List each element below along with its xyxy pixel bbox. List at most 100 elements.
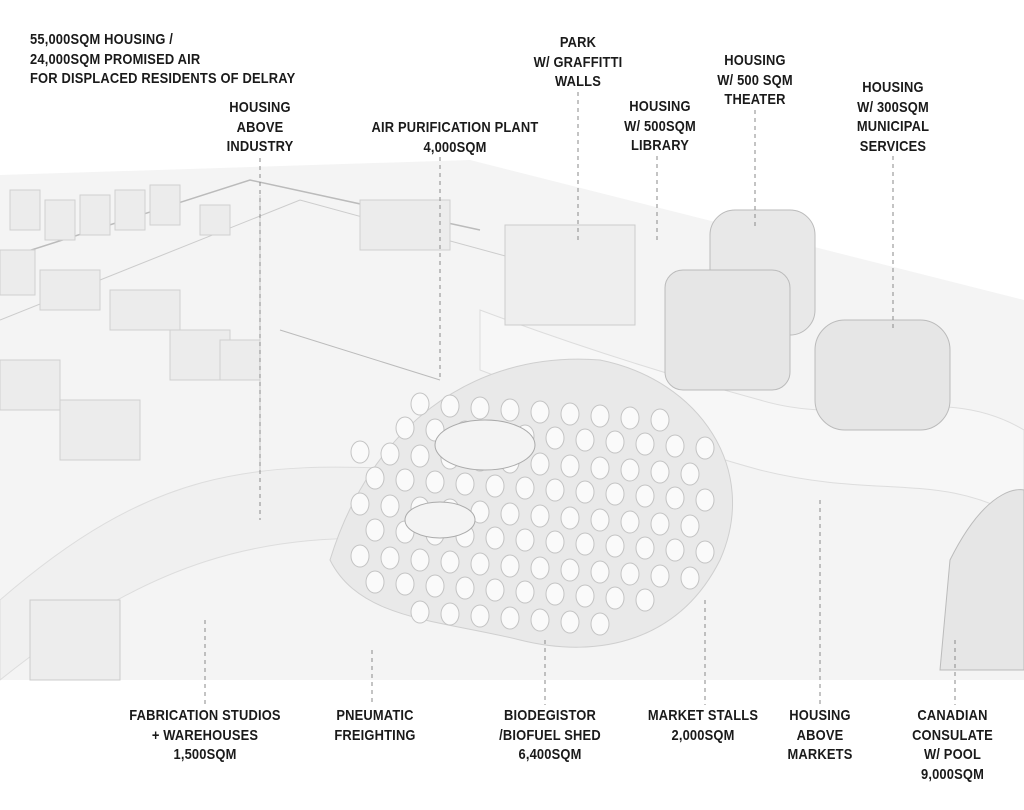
roof-perforation	[350, 544, 370, 568]
roof-perforation	[575, 584, 595, 608]
roof-perforation	[605, 482, 625, 506]
roof-perforation	[605, 430, 625, 454]
roof-perforation	[500, 606, 520, 630]
label-market-stalls: MARKET STALLS 2,000SQM	[643, 706, 763, 745]
roof-perforation	[365, 570, 385, 594]
label-line: 6,400SQM	[518, 746, 582, 763]
label-line: CANADIAN	[917, 707, 988, 724]
roof-perforation	[590, 612, 610, 636]
label-line: W/ 500SQM	[624, 117, 696, 135]
roof-perforation	[395, 416, 415, 440]
biodigestor-roof	[329, 358, 734, 648]
label-line: THEATER	[724, 91, 786, 108]
roof-perforation	[545, 530, 565, 554]
roof-perforation	[590, 404, 610, 428]
roof-perforation	[560, 402, 580, 426]
roof-perforation	[515, 528, 535, 552]
roof-perforation	[470, 396, 490, 420]
roof-perforation	[485, 526, 505, 550]
roof-perforation	[560, 610, 580, 634]
label-biodigestor: BIODEGISTOR /BIOFUEL SHED 6,400SQM	[490, 706, 610, 765]
label-line: LIBRARY	[630, 137, 690, 154]
roof-perforation	[590, 456, 610, 480]
roof-perforation	[680, 514, 700, 538]
label-line: HOUSING	[862, 79, 924, 96]
label-line: + WAREHOUSES	[151, 726, 259, 744]
roof-perforation	[515, 476, 535, 500]
roof-perforation	[650, 460, 670, 484]
roof-perforation	[665, 486, 685, 510]
label-housing-summary: 55,000SQM HOUSING / 24,000SQM PROMISED A…	[30, 30, 295, 89]
label-line: FREIGHTING	[334, 726, 416, 744]
label-line: MARKETS	[787, 746, 853, 763]
roof-perforation	[620, 406, 640, 430]
roof-perforation	[365, 518, 385, 542]
label-line: HOUSING	[724, 52, 786, 69]
roof-perforation	[440, 394, 460, 418]
roof-perforation	[680, 566, 700, 590]
label-line: PARK	[559, 34, 597, 51]
roof-perforation	[650, 408, 670, 432]
roof-perforation	[650, 564, 670, 588]
roof-perforation	[545, 582, 565, 606]
label-line: ABOVE	[796, 726, 844, 744]
roof-perforation	[665, 434, 685, 458]
roof-perforation	[665, 538, 685, 562]
roof-perforation	[650, 512, 670, 536]
roof-perforation	[635, 588, 655, 612]
roof-perforation	[395, 572, 415, 596]
label-canadian-consulate: CANADIAN CONSULATE W/ POOL 9,000SQM	[903, 706, 1002, 784]
label-line: PNEUMATIC	[336, 707, 414, 724]
roof-perforation	[380, 494, 400, 518]
housing-towers	[29, 209, 1024, 681]
roof-perforation	[455, 576, 475, 600]
roof-perforation	[695, 488, 715, 512]
roof-perforation	[455, 472, 475, 496]
roof-perforation	[620, 510, 640, 534]
roof-perforation	[620, 458, 640, 482]
roof-perforation	[590, 560, 610, 584]
roof-perforation	[635, 536, 655, 560]
roof-perforation	[635, 432, 655, 456]
label-housing-above-industry: HOUSING ABOVE INDUSTRY	[208, 98, 311, 157]
roof-perforation	[635, 484, 655, 508]
roof-perforation	[380, 546, 400, 570]
city-blocks	[0, 184, 451, 461]
roof-perforation	[620, 562, 640, 586]
label-line: HOUSING	[789, 707, 851, 724]
roof-perforation	[425, 470, 445, 494]
label-line: FABRICATION STUDIOS	[129, 707, 281, 724]
label-line: SERVICES	[859, 137, 927, 155]
roof-perforation	[530, 556, 550, 580]
label-housing-theater: HOUSING W/ 500 SQM THEATER	[703, 51, 806, 110]
roof-perforation	[605, 534, 625, 558]
label-line: ABOVE	[236, 118, 284, 136]
roof-perforation	[425, 574, 445, 598]
roof-perforation	[530, 452, 550, 476]
roof-perforation	[365, 466, 385, 490]
label-line: 24,000SQM PROMISED AIR	[30, 50, 201, 68]
label-line: 2,000SQM	[671, 726, 735, 744]
label-line: MARKET STALLS	[647, 707, 759, 724]
roof-perforation	[470, 604, 490, 628]
roof-perforation	[485, 578, 505, 602]
label-line: W/ POOL	[923, 746, 982, 763]
roof-perforation	[500, 398, 520, 422]
roof-perforation	[605, 586, 625, 610]
label-line: W/ 500 SQM	[717, 71, 793, 89]
roof-perforation	[560, 558, 580, 582]
label-line: 1,500SQM	[173, 746, 237, 763]
roof-perforation	[410, 548, 430, 572]
label-line: HOUSING	[229, 99, 291, 116]
roof-perforation	[695, 540, 715, 564]
roof-perforation	[410, 392, 430, 416]
roof-perforation	[485, 474, 505, 498]
label-line: MUNICIPAL	[856, 118, 930, 135]
label-fabrication-studios: FABRICATION STUDIOS + WAREHOUSES 1,500SQ…	[128, 706, 283, 765]
roof-perforation	[500, 502, 520, 526]
roof-perforation	[545, 426, 565, 450]
label-line: W/ 300SQM	[857, 98, 929, 116]
roof-perforation	[440, 550, 460, 574]
